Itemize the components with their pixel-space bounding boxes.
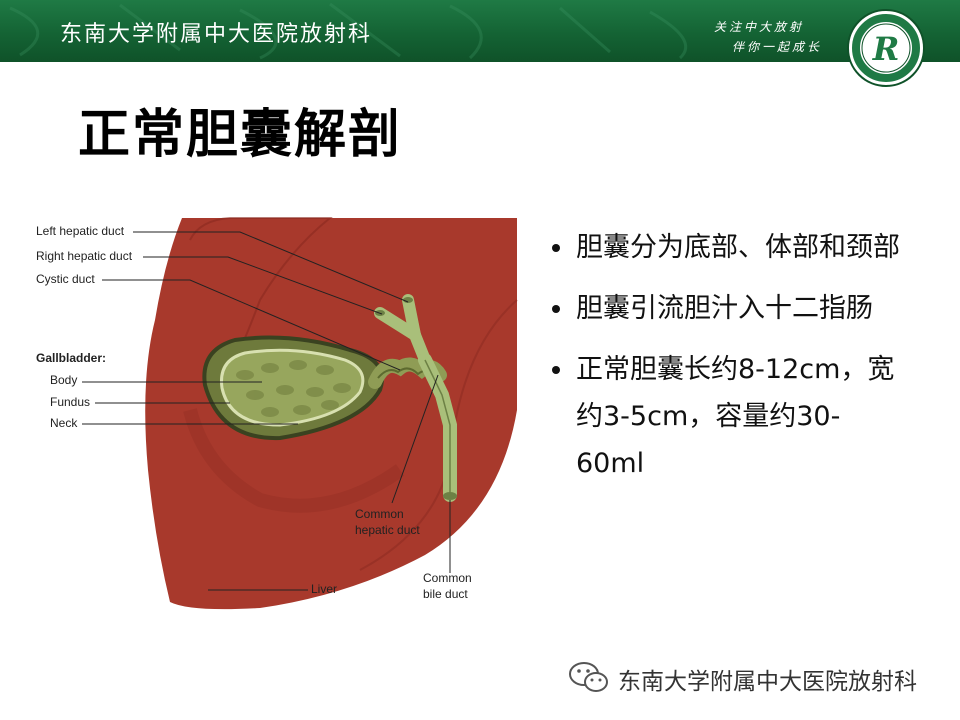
logo-letter: R (872, 30, 900, 68)
bullet-dot-icon (552, 366, 560, 374)
label-fundus: Fundus (50, 395, 91, 409)
label-left-hepatic-duct: Left hepatic duct (36, 224, 125, 238)
banner-texture (9, 2, 688, 60)
page-title: 正常胆囊解剖 (78, 105, 403, 165)
bullet-dot-icon (552, 305, 560, 313)
bullet-item: 胆囊分为底部、体部和颈部 (548, 224, 908, 271)
bullet-item: 正常胆囊长约8-12cm，宽约3-5cm，容量约30-60ml (548, 346, 908, 487)
label-common-hepatic-duct-line2: hepatic duct (355, 523, 420, 537)
bullet-text: 胆囊引流胆汁入十二指肠 (576, 293, 873, 324)
label-gallbladder: Gallbladder: (36, 351, 107, 365)
slogan-line-2: 伴你一起成长 (732, 40, 823, 54)
hospital-logo: R (847, 9, 925, 87)
bullet-text: 胆囊分为底部、体部和颈部 (576, 232, 900, 263)
label-common-hepatic-duct-line1: Common (355, 507, 404, 521)
header-banner: 东南大学附属中大医院放射科 关注中大放射 伴你一起成长 (0, 0, 960, 62)
wechat-icon (569, 662, 608, 692)
bullet-item: 胆囊引流胆汁入十二指肠 (548, 285, 908, 332)
label-right-hepatic-duct: Right hepatic duct (36, 249, 133, 263)
label-common-bile-duct-line1: Common (423, 571, 472, 585)
label-common-bile-duct-line2: bile duct (423, 587, 468, 601)
bullet-list: 胆囊分为底部、体部和颈部 胆囊引流胆汁入十二指肠 正常胆囊长约8-12cm，宽约… (548, 224, 908, 501)
bullet-text: 正常胆囊长约8-12cm，宽约3-5cm，容量约30-60ml (576, 354, 895, 479)
bullet-dot-icon (552, 244, 560, 252)
watermark-text: 东南大学附属中大医院放射科 (618, 669, 917, 695)
anatomy-illustration (82, 217, 518, 610)
gallbladder-anatomy-figure: Left hepatic duct Right hepatic duct Cys… (30, 210, 525, 610)
institution-name: 东南大学附属中大医院放射科 (60, 22, 373, 47)
label-neck: Neck (50, 416, 78, 430)
slogan-line-1: 关注中大放射 (714, 20, 805, 34)
watermark: 东南大学附属中大医院放射科 (569, 662, 917, 696)
label-liver: Liver (311, 582, 338, 596)
label-body: Body (50, 373, 78, 387)
label-cystic-duct: Cystic duct (36, 272, 95, 286)
